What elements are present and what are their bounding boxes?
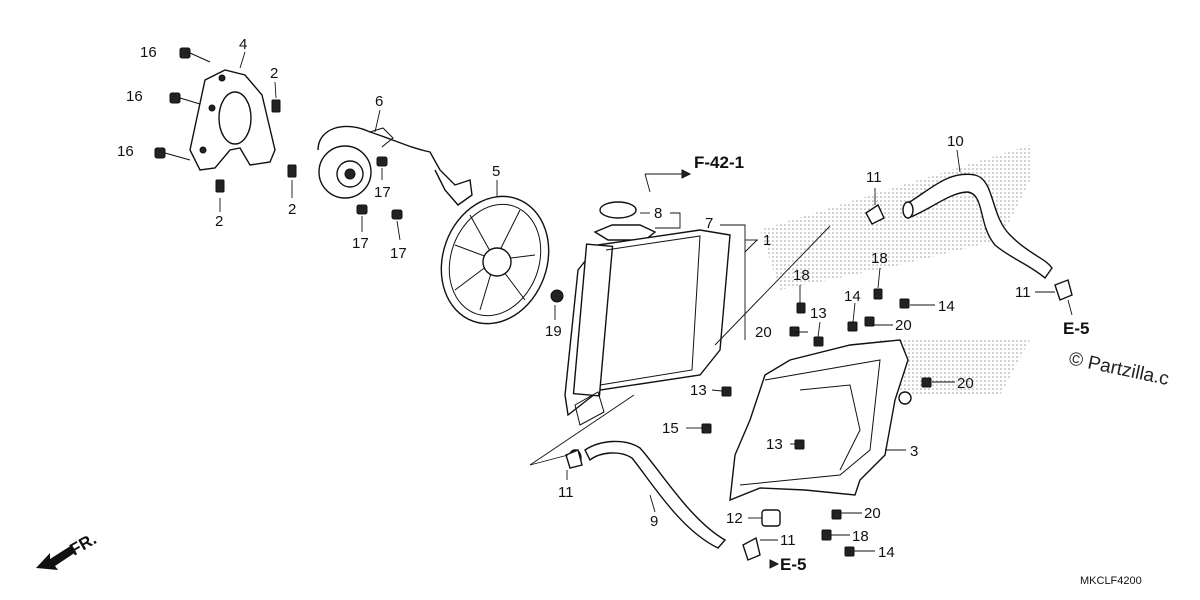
callout-11-right: 11: [1015, 284, 1031, 301]
callout-16-top: 16: [140, 44, 157, 61]
callout-8: 8: [654, 205, 662, 222]
part-9-lower-hose: [568, 440, 727, 549]
callout-14-right: 14: [938, 298, 955, 315]
callout-4: 4: [239, 36, 247, 53]
part-16-bolts: [154, 47, 211, 161]
part-1-radiator: [564, 229, 731, 426]
callout-1: 1: [763, 232, 771, 249]
callout-10: 10: [947, 133, 964, 150]
callout-17-a: 17: [374, 184, 391, 201]
callout-20-right: 20: [957, 375, 974, 392]
callouts: 16 4 2 16 16 2 2 6 17 17 17 5 19 8 7 1 1…: [117, 36, 1031, 561]
callout-13-mid: 13: [690, 382, 707, 399]
callout-18-bottom: 18: [852, 528, 869, 545]
reference-f-42-1: F-42-1: [694, 153, 744, 172]
callout-20-left: 20: [755, 324, 772, 341]
callout-20-bottom: 20: [864, 505, 881, 522]
leader-lines: [219, 51, 1073, 569]
callout-12: 12: [726, 510, 743, 527]
callout-13-low: 13: [766, 436, 783, 453]
callout-14-left: 14: [844, 288, 861, 305]
callout-2-bottom: 2: [215, 213, 223, 230]
part-5-fan-blade: [440, 195, 564, 325]
part-4-fan-shroud-bracket: [189, 69, 276, 171]
callout-3: 3: [910, 443, 918, 460]
front-direction-indicator: FR.: [36, 529, 100, 570]
callout-5: 5: [492, 163, 500, 180]
front-arrow-icon: [36, 545, 76, 570]
callout-2-middle: 2: [288, 201, 296, 218]
callout-17-b: 17: [352, 235, 369, 252]
callout-14-bottom: 14: [878, 544, 895, 561]
part-7-8-radiator-cap: [593, 201, 657, 241]
callout-15: 15: [662, 420, 679, 437]
callout-18-right: 18: [871, 250, 888, 267]
part-2-clips: [215, 99, 297, 193]
callout-13-top: 13: [810, 305, 827, 322]
callout-11-lower-left: 11: [558, 484, 574, 501]
reference-e-5-right: E-5: [1063, 319, 1089, 338]
callout-9: 9: [650, 513, 658, 530]
callout-19: 19: [545, 323, 562, 340]
callout-17-c: 17: [390, 245, 407, 262]
reference-e-5-bottom: E-5: [780, 555, 806, 574]
callout-20-mid: 20: [895, 317, 912, 334]
callout-6: 6: [375, 93, 383, 110]
callout-7: 7: [705, 215, 713, 232]
callout-16-low: 16: [117, 143, 134, 160]
small-hardware: [701, 288, 932, 557]
diagram-code: MKCLF4200: [1080, 575, 1142, 587]
callout-18-left: 18: [793, 267, 810, 284]
reference-labels: F-42-1 E-5 E-5: [694, 153, 1089, 574]
callout-16-mid: 16: [126, 88, 143, 105]
part-6-fan-motor: [317, 125, 473, 220]
callout-2-top: 2: [270, 65, 278, 82]
part-3-fan-shroud: [729, 339, 912, 502]
part-11-hose-clamps: [565, 203, 1073, 561]
callout-11-bottom: 11: [780, 532, 796, 549]
part-10-upper-hose: [902, 173, 1053, 280]
callout-11-top: 11: [866, 169, 882, 186]
watermark: © Partzilla.c: [1067, 348, 1171, 390]
